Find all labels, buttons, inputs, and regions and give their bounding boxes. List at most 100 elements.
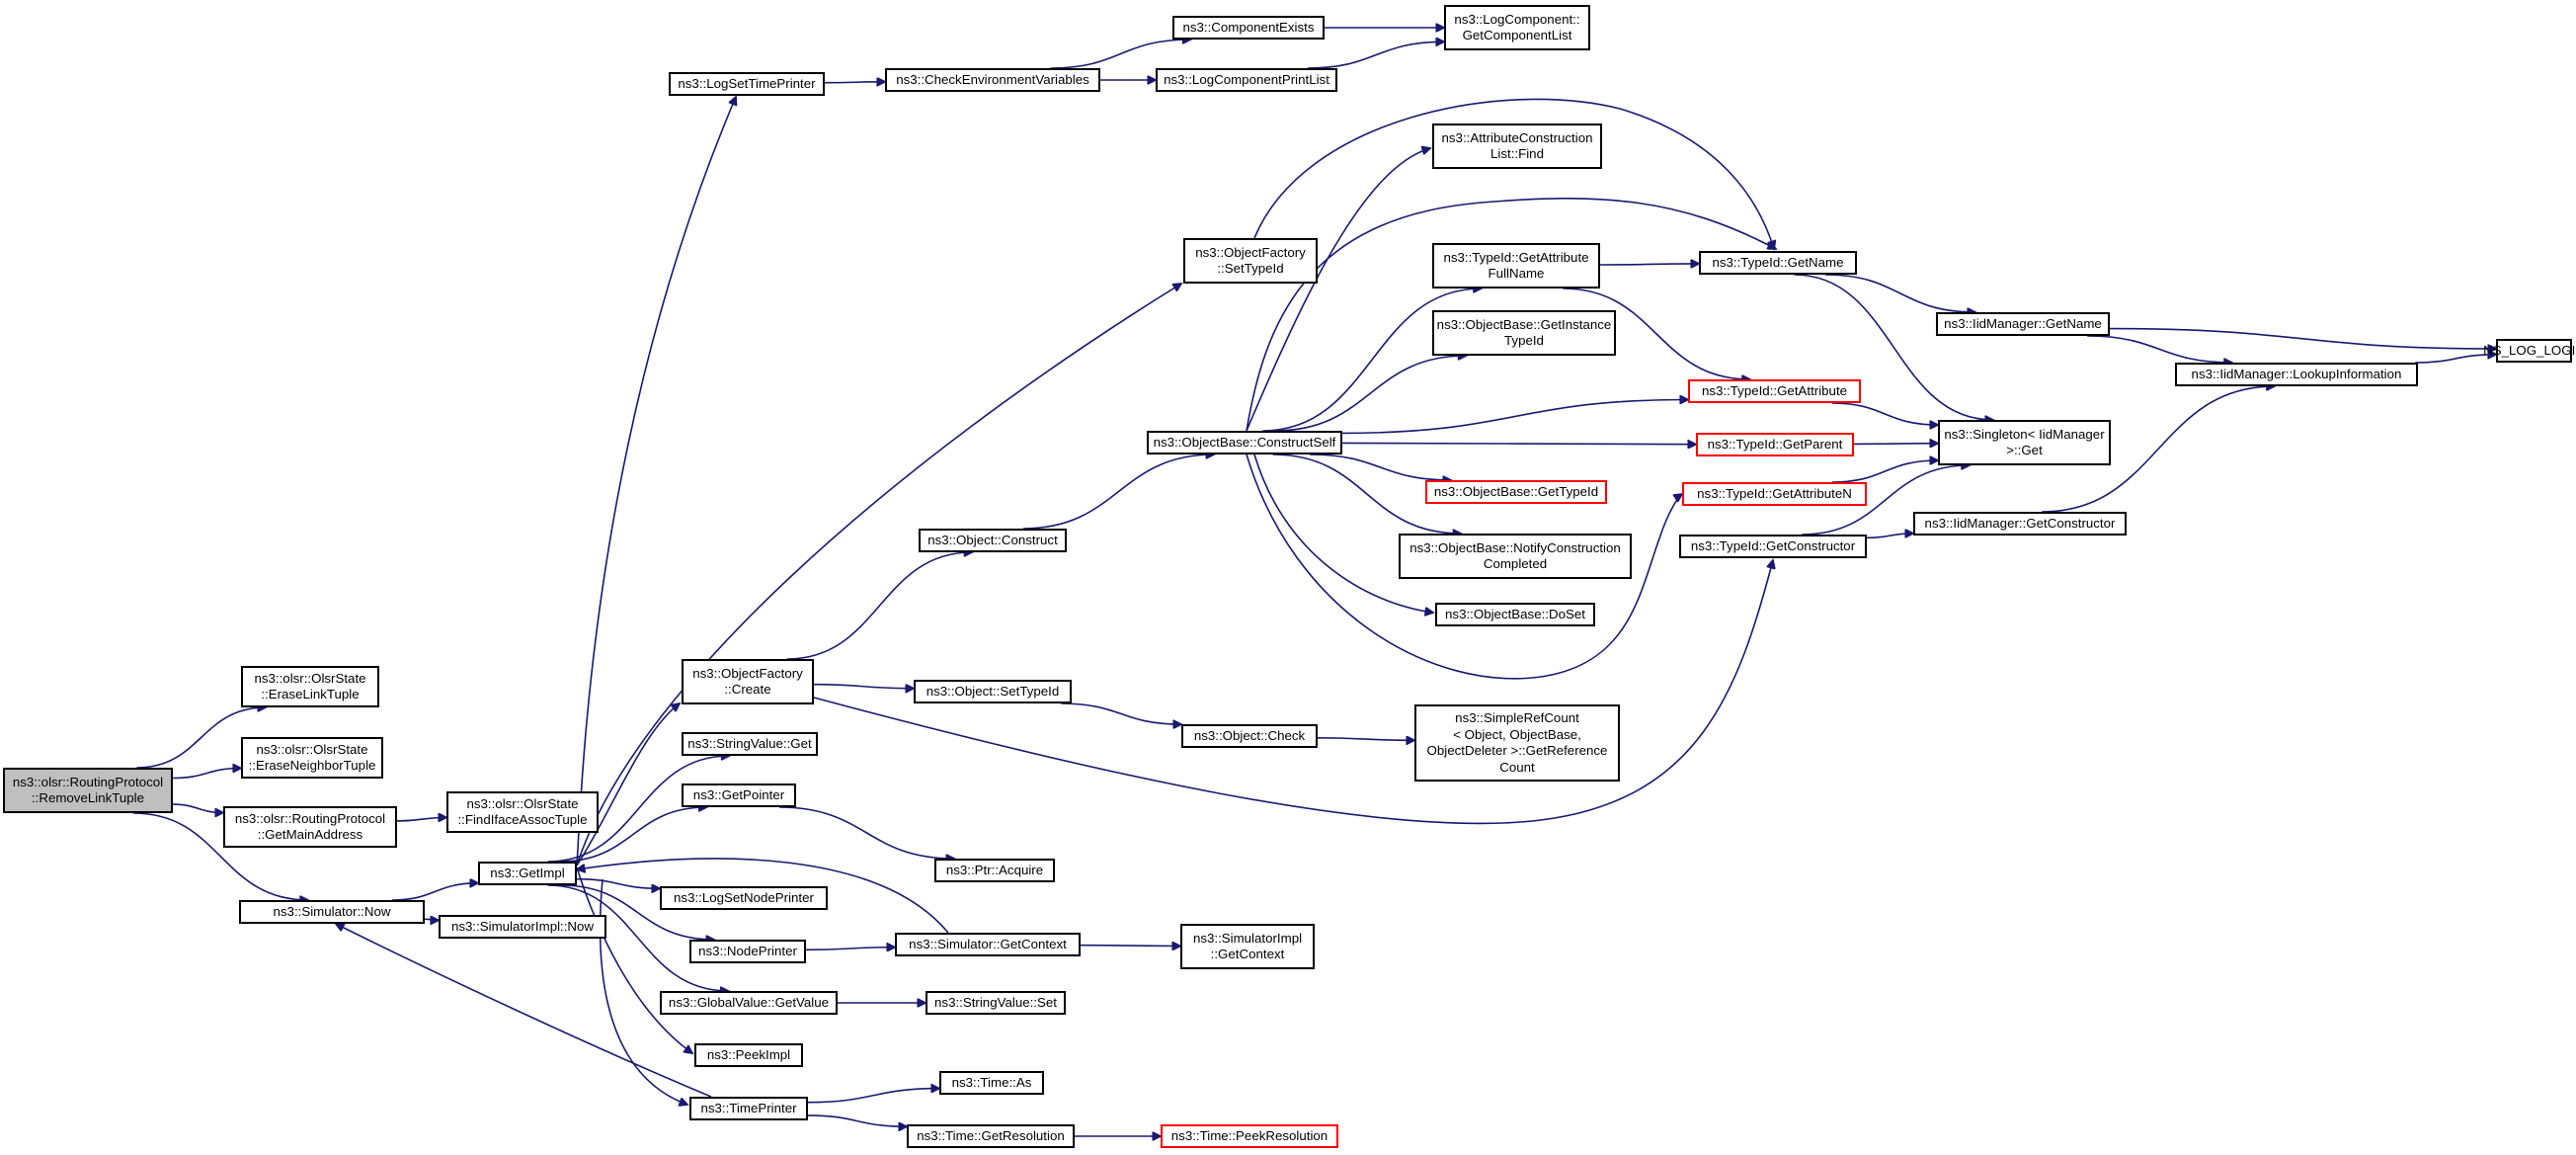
- edge-tgetctor-to-singleton: [1802, 465, 1970, 536]
- node-simplerc[interactable]: ns3::SimpleRefCount < Object, ObjectBase…: [1414, 704, 1620, 782]
- edge-tgetattrn-to-singleton: [1831, 460, 1938, 483]
- node-objconstruct[interactable]: ns3::Object::Construct: [919, 529, 1067, 552]
- node-ofcreate[interactable]: ns3::ObjectFactory ::Create: [682, 659, 814, 704]
- edge-simgetctx-to-simimplctx: [1080, 946, 1180, 947]
- node-simgetctx[interactable]: ns3::Simulator::GetContext: [895, 933, 1081, 956]
- node-logcomplist[interactable]: ns3::LogComponent:: GetComponentList: [1444, 5, 1590, 50]
- node-simnow[interactable]: ns3::Simulator::Now: [239, 900, 425, 924]
- edge-tgetparent-to-singleton: [1853, 444, 1938, 445]
- node-logsettime[interactable]: ns3::LogSetTimePrinter: [669, 72, 825, 96]
- edge-constructself-to-attrfind: [1246, 148, 1430, 432]
- edge-objconstruct-to-constructself: [1022, 454, 1214, 530]
- node-root[interactable]: ns3::olsr::RoutingProtocol ::RemoveLinkT…: [3, 768, 173, 813]
- edge-logsettime-to-checkenv: [824, 82, 885, 83]
- edge-constructself-to-tgetparent: [1341, 443, 1696, 444]
- edge-root-to-eraselink: [136, 707, 266, 769]
- node-getinsttype[interactable]: ns3::ObjectBase::GetInstance TypeId: [1432, 310, 1616, 356]
- node-compexists[interactable]: ns3::ComponentExists: [1172, 16, 1325, 40]
- node-obgettype[interactable]: ns3::ObjectBase::GetTypeId: [1425, 480, 1607, 504]
- node-nslog[interactable]: NS_LOG_LOGIC: [2483, 339, 2576, 363]
- node-timeas[interactable]: ns3::Time::As: [939, 1071, 1044, 1095]
- node-singleton[interactable]: ns3::Singleton< IidManager >::Get: [1938, 420, 2111, 465]
- node-findiface[interactable]: ns3::olsr::OlsrState ::FindIfaceAssocTup…: [446, 791, 599, 833]
- node-timegetres[interactable]: ns3::Time::GetResolution: [907, 1124, 1075, 1148]
- node-logsetnode[interactable]: ns3::LogSetNodePrinter: [660, 886, 828, 910]
- node-tgetattrn[interactable]: ns3::TypeId::GetAttributeN: [1682, 482, 1867, 506]
- edge-iidgetctor-to-iidlookup: [2042, 386, 2274, 513]
- edge-root-to-getmainaddr: [172, 803, 223, 812]
- edge-simnow-to-simimplnow: [424, 919, 439, 920]
- node-timepeekres[interactable]: ns3::Time::PeekResolution: [1161, 1124, 1338, 1148]
- edge-getimpl-to-logsetnode: [576, 877, 660, 889]
- edge-getimpl-to-ofsettype: [576, 284, 1181, 866]
- edge-checkenv-to-compexists: [1050, 40, 1191, 69]
- node-logcompprint[interactable]: ns3::LogComponentPrintList: [1156, 68, 1337, 92]
- edge-getimpl-to-nodeprinter: [560, 884, 714, 940]
- node-attrfind[interactable]: ns3::AttributeConstruction List::Find: [1432, 124, 1602, 169]
- edge-timeprinter-to-timeas: [807, 1089, 939, 1104]
- node-getpointer[interactable]: ns3::GetPointer: [682, 784, 796, 807]
- edge-objcheck-to-simplerc: [1317, 738, 1414, 741]
- node-getimpl[interactable]: ns3::GetImpl: [478, 862, 577, 885]
- edge-constructself-to-doset: [1253, 454, 1433, 613]
- node-tgetattrfull[interactable]: ns3::TypeId::GetAttribute FullName: [1432, 243, 1600, 289]
- node-strvalget[interactable]: ns3::StringValue::Get: [682, 732, 818, 756]
- node-timeprinter[interactable]: ns3::TimePrinter: [689, 1097, 808, 1120]
- edge-tgetctor-to-iidgetctor: [1866, 534, 1913, 539]
- edge-timeprinter-to-timegetres: [807, 1114, 907, 1126]
- edge-logcompprint-to-logcomplist: [1307, 41, 1444, 69]
- edge-constructself-to-tgetattrn: [1246, 454, 1682, 680]
- node-ptracquire[interactable]: ns3::Ptr::Acquire: [934, 859, 1055, 882]
- edge-getpointer-to-ptracquire: [778, 806, 954, 859]
- node-ofsettype[interactable]: ns3::ObjectFactory ::SetTypeId: [1183, 238, 1318, 284]
- node-iidgetname[interactable]: ns3::IidManager::GetName: [1936, 312, 2110, 336]
- node-constructself[interactable]: ns3::ObjectBase::ConstructSelf: [1147, 431, 1342, 454]
- edge-constructself-to-tgetattr: [1341, 400, 1688, 435]
- edge-ofcreate-to-tgetctor: [813, 560, 1773, 825]
- edge-objsettype-to-objcheck: [1061, 702, 1181, 724]
- node-peekimpl[interactable]: ns3::PeekImpl: [694, 1043, 803, 1067]
- node-strvalset[interactable]: ns3::StringValue::Set: [926, 991, 1066, 1015]
- node-tgetparent[interactable]: ns3::TypeId::GetParent: [1696, 433, 1854, 456]
- node-objsettype[interactable]: ns3::Object::SetTypeId: [914, 680, 1072, 703]
- node-tgetattr[interactable]: ns3::TypeId::GetAttribute: [1688, 379, 1861, 403]
- node-tgetctor[interactable]: ns3::TypeId::GetConstructor: [1679, 535, 1867, 558]
- edge-ofsettype-to-tgetname: [1253, 98, 1774, 249]
- edge-constructself-to-notify: [1272, 454, 1462, 534]
- edge-iidgetname-to-iidlookup: [2087, 335, 2232, 363]
- edge-iidlookup-to-nslog: [2415, 355, 2496, 364]
- node-nodeprinter[interactable]: ns3::NodePrinter: [689, 940, 806, 963]
- edge-tgetname-to-singleton: [1794, 274, 1994, 420]
- edge-constructself-to-obgettype: [1309, 454, 1451, 480]
- node-simimplctx[interactable]: ns3::SimulatorImpl ::GetContext: [1180, 924, 1315, 969]
- edge-root-to-eraseneighbor: [172, 769, 241, 780]
- node-notify[interactable]: ns3::ObjectBase::NotifyConstruction Comp…: [1399, 534, 1632, 579]
- edge-tgetattr-to-singleton: [1831, 402, 1938, 425]
- edge-getmainaddr-to-findiface: [396, 817, 446, 821]
- edge-constructself-to-tgetattrfull: [1262, 289, 1481, 432]
- edge-getimpl-to-gvgetvalue: [547, 884, 729, 991]
- edge-root-to-simnow: [133, 812, 308, 900]
- edge-ofcreate-to-objconstruct: [786, 552, 972, 660]
- node-tgetname[interactable]: ns3::TypeId::GetName: [1699, 251, 1857, 275]
- node-doset[interactable]: ns3::ObjectBase::DoSet: [1435, 603, 1595, 626]
- edge-simnow-to-getimpl: [391, 883, 478, 901]
- edge-tgetname-to-iidgetname: [1824, 274, 1975, 312]
- node-eraselink[interactable]: ns3::olsr::OlsrState ::EraseLinkTuple: [241, 666, 379, 707]
- edge-getimpl-to-peekimpl: [576, 866, 692, 1053]
- edge-getimpl-to-getpointer: [559, 807, 707, 863]
- edge-timeprinter-to-simnow: [336, 924, 712, 1098]
- edge-tgetattrfull-to-tgetattr: [1563, 288, 1749, 379]
- node-eraseneighbor[interactable]: ns3::olsr::OlsrState ::EraseNeighborTupl…: [241, 737, 383, 779]
- edge-ofcreate-to-objsettype: [813, 683, 914, 689]
- node-objcheck[interactable]: ns3::Object::Check: [1181, 724, 1318, 748]
- node-getmainaddr[interactable]: ns3::olsr::RoutingProtocol ::GetMainAddr…: [223, 806, 397, 848]
- edge-getimpl-to-ofcreate: [576, 703, 680, 866]
- node-iidlookup[interactable]: ns3::IidManager::LookupInformation: [2175, 363, 2418, 386]
- node-gvgetvalue[interactable]: ns3::GlobalValue::GetValue: [660, 991, 838, 1015]
- edge-nodeprinter-to-simgetctx: [805, 948, 895, 950]
- node-checkenv[interactable]: ns3::CheckEnvironmentVariables: [885, 68, 1100, 92]
- node-simimplnow[interactable]: ns3::SimulatorImpl::Now: [439, 915, 606, 939]
- node-iidgetctor[interactable]: ns3::IidManager::GetConstructor: [1913, 512, 2127, 536]
